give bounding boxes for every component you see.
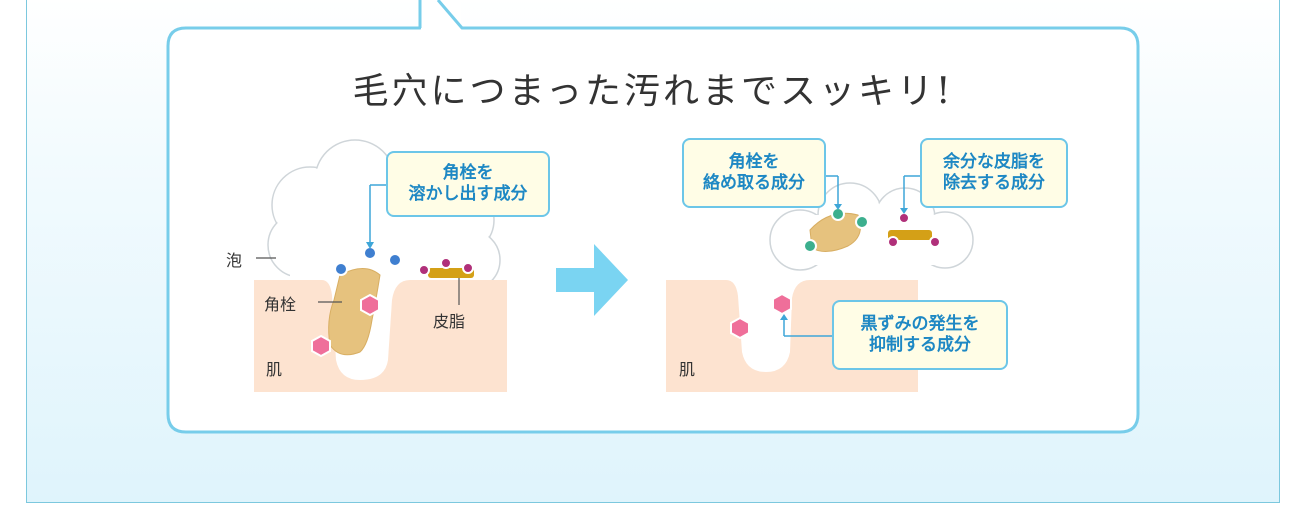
sebum-dot [462, 262, 474, 274]
label-foam: 泡 [226, 251, 243, 270]
sebum-dot [929, 236, 941, 248]
hexagon [772, 292, 792, 316]
callout-prevent-darkening: 黒ずみの発生を 抑制する成分 [832, 300, 1008, 370]
label-skin-left: 肌 [266, 360, 283, 379]
entangle-dot [855, 215, 869, 229]
dissolve-dot [334, 262, 348, 276]
sebum-dot [887, 236, 899, 248]
label-skin-right: 肌 [679, 360, 696, 379]
sebum-dot [440, 257, 452, 269]
callout-remove-sebum: 余分な皮脂を 除去する成分 [920, 138, 1068, 208]
headline: 毛穴につまった汚れまでスッキリ! [352, 71, 954, 112]
hexagon [360, 293, 380, 317]
sebum-dot [898, 212, 910, 224]
label-plug: 角栓 [264, 295, 297, 314]
plug-left [328, 268, 381, 356]
hexagon [730, 316, 750, 340]
sebum-dot [418, 264, 430, 276]
entangle-dot [803, 239, 817, 253]
skin-left [254, 280, 507, 392]
callout-dissolve-plug: 角栓を 溶かし出す成分 [386, 151, 550, 217]
dissolve-dot [388, 253, 402, 267]
hexagon [311, 334, 331, 358]
callout-entangle-plug: 角栓を 絡め取る成分 [682, 138, 826, 208]
label-sebum: 皮脂 [433, 312, 466, 331]
sebum-bar-left [428, 268, 474, 278]
sebum-bar-right [888, 230, 932, 240]
